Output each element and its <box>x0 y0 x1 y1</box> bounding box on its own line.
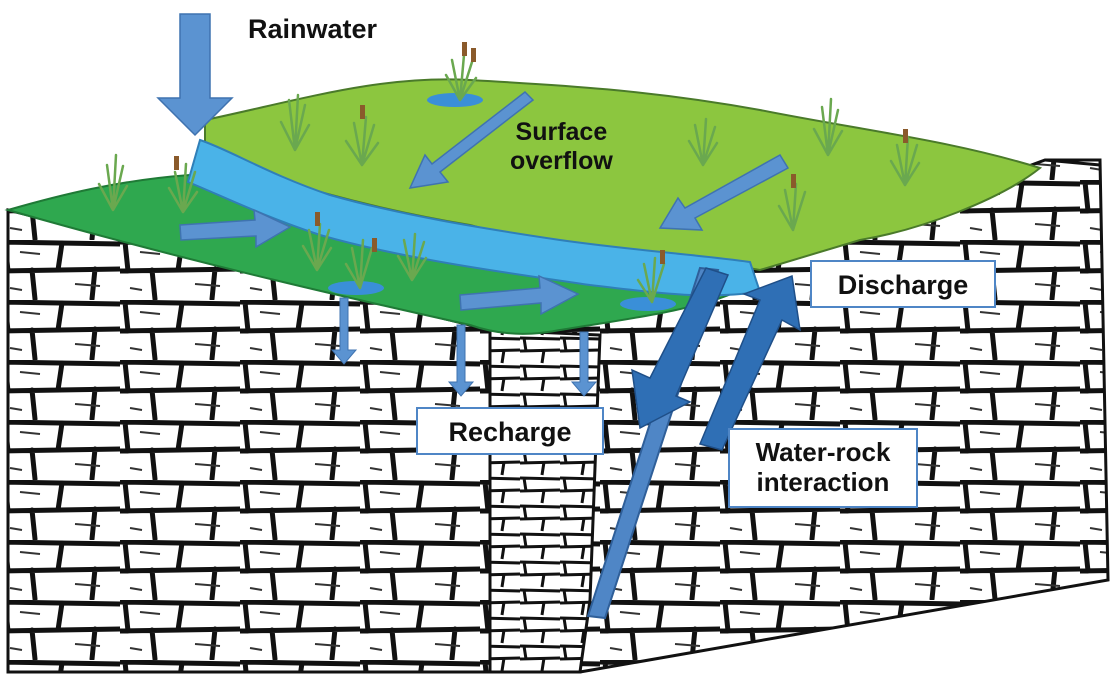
cattail-plants <box>97 42 921 304</box>
rainwater-label: Rainwater <box>248 14 378 44</box>
water-rock-line-2: interaction <box>756 466 890 497</box>
surface-overflow-line-2: overflow <box>510 146 613 175</box>
discharge-arrow <box>698 274 801 451</box>
surface-overflow-line-1: Surface <box>515 118 608 146</box>
surface-flow-arrows <box>179 91 790 316</box>
pond-middle <box>328 281 384 295</box>
surface-overflow-label: Surface overflow <box>510 118 613 176</box>
rainwater-arrow <box>156 13 234 137</box>
water-rock-line-1: Water-rock <box>755 437 891 467</box>
pond-right <box>620 297 676 311</box>
recharge-arrows <box>330 297 598 397</box>
downward-fracture-arrow <box>631 267 730 430</box>
recharge-label: Recharge <box>416 407 604 455</box>
water-rock-interaction-label: Water-rock interaction <box>728 428 918 508</box>
discharge-label: Discharge <box>810 260 996 308</box>
pond-top <box>427 93 483 107</box>
